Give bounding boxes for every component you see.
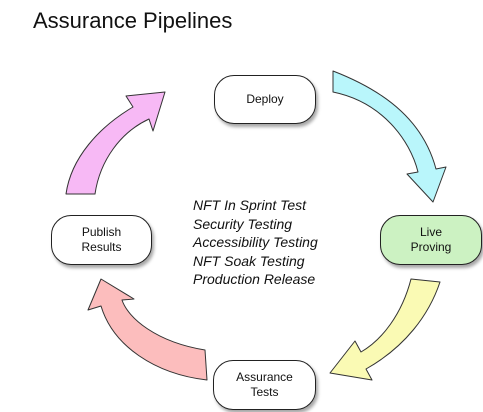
center-list-item: Accessibility Testing — [193, 234, 318, 250]
arrow-assurance-tests-to-publish-results — [87, 278, 208, 381]
arrow-live-proving-to-assurance-tests — [329, 278, 441, 381]
node-assurance-tests-label-line-2: Tests — [250, 385, 279, 399]
node-live-proving-label-line-1: Live — [419, 225, 442, 239]
node-live-proving: Live Proving — [380, 215, 482, 265]
center-list-item: Production Release — [193, 271, 316, 287]
center-list-item: NFT In Sprint Test — [193, 197, 307, 213]
node-live-proving-label-line-2: Proving — [410, 240, 452, 254]
node-publish-results-label-line-1: Publish — [81, 225, 122, 239]
center-list-item: NFT Soak Testing — [193, 252, 305, 269]
node-publish-results-label-line-2: Results — [81, 240, 122, 254]
node-deploy: Deploy — [214, 75, 316, 124]
node-assurance-tests: Assurance Tests — [213, 360, 316, 410]
node-assurance-tests-label-line-1: Assurance — [236, 370, 293, 384]
node-publish-results: Publish Results — [51, 215, 152, 265]
center-list-item: Security Testing — [193, 215, 293, 232]
arrow-deploy-to-live-proving — [332, 70, 447, 203]
center-activity-list: NFT In Sprint Test Security Testing Acce… — [193, 196, 318, 289]
node-deploy-label: Deploy — [246, 92, 284, 106]
arrow-publish-results-to-deploy — [65, 91, 166, 195]
page-title: Assurance Pipelines — [33, 8, 233, 33]
